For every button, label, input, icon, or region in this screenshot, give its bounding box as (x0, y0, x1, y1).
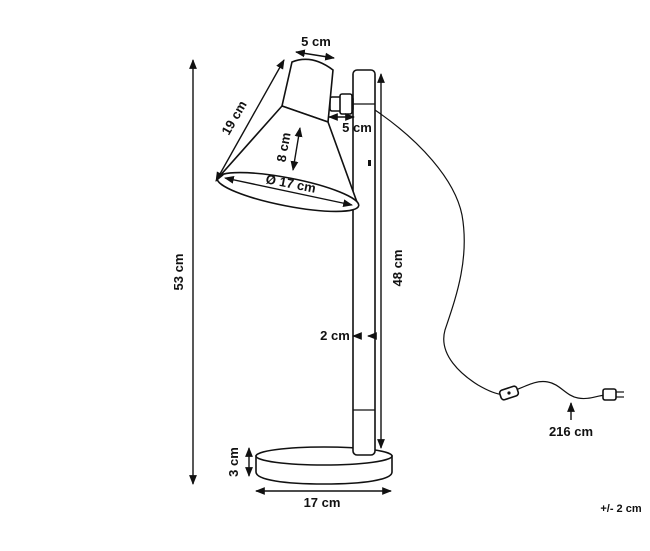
lamp-drawing (216, 58, 624, 485)
arm-length-label: 5 cm (342, 120, 372, 135)
pole-width-label: 2 cm (320, 328, 350, 343)
shade-length-dimension (215, 59, 285, 182)
power-plug (602, 388, 624, 401)
cable-length-label: 216 cm (549, 424, 593, 439)
shade-depth-dimension (290, 127, 303, 171)
base-height-label: 3 cm (226, 447, 241, 477)
shade-length-label: 19 cm (218, 98, 249, 137)
tolerance-label: +/- 2 cm (600, 503, 641, 515)
shade-diameter-dimension (224, 175, 353, 208)
power-cable (371, 107, 508, 396)
dimension-labels: 5 cm 19 cm 5 cm 8 cm Ø 17 cm 53 cm 48 cm… (171, 34, 642, 515)
lamp-arm (329, 93, 354, 115)
lamp-pole (352, 69, 376, 456)
power-cable-tail (515, 380, 606, 400)
top-width-label: 5 cm (301, 34, 331, 49)
shade-depth-label: 8 cm (274, 131, 294, 163)
pole-height-label: 48 cm (390, 250, 405, 287)
total-height-label: 53 cm (171, 254, 186, 291)
dimension-lines (189, 49, 575, 495)
top-width-dimension (295, 49, 335, 61)
base-width-label: 17 cm (304, 495, 341, 510)
cable-switch (498, 385, 520, 401)
